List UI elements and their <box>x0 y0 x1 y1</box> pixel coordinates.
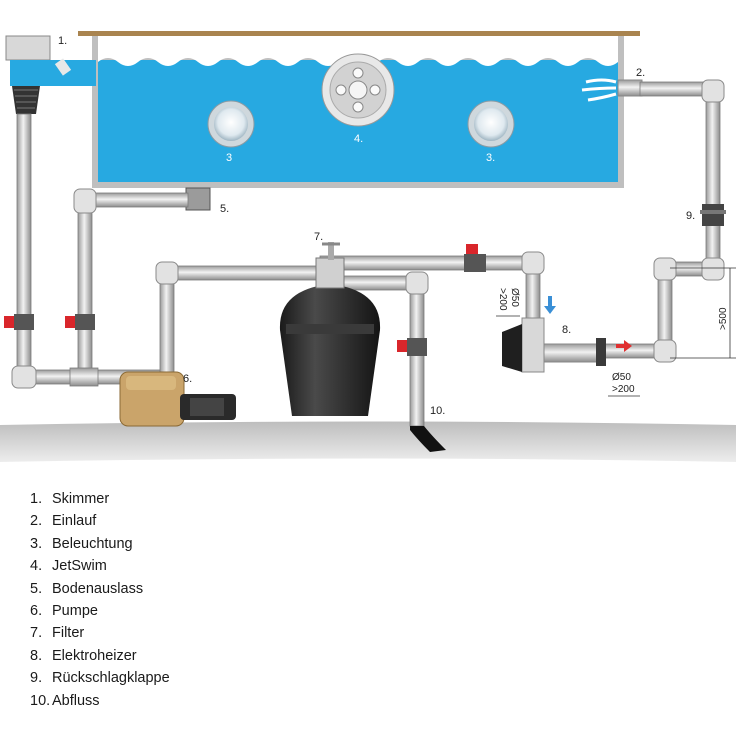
drain-outlet <box>410 426 446 452</box>
callout-skimmer: 1. <box>58 35 67 47</box>
legend-item: 10.Abfluss <box>30 690 170 712</box>
callout-inlet: 2. <box>636 67 645 79</box>
legend-item: 1. Skimmer <box>30 488 170 510</box>
legend-number: 3. <box>30 535 43 552</box>
ground <box>0 421 736 462</box>
jetswim <box>321 53 395 127</box>
pool-deck <box>78 31 640 36</box>
legend-item: 8. Elektroheizer <box>30 645 170 667</box>
light-left <box>207 100 255 148</box>
callout-filter: 7. <box>314 231 323 243</box>
legend-number: 7. <box>30 625 43 642</box>
pump <box>119 371 236 427</box>
callout-pump: 6. <box>183 373 192 385</box>
legend-number: 2. <box>30 513 43 530</box>
legend-number: 9. <box>30 670 43 687</box>
legend-label: JetSwim <box>52 558 107 575</box>
legend-item: 7. Filter <box>30 622 170 644</box>
legend-number: 8. <box>30 647 43 664</box>
legend-item: 9. Rückschlagklappe <box>30 667 170 689</box>
ball-valve-drain <box>397 338 427 356</box>
ball-valve-skimmer <box>4 314 34 330</box>
legend-label: Abfluss <box>52 692 100 709</box>
water-surface <box>98 36 618 66</box>
pipe-elbows <box>11 79 725 389</box>
callout-light-left: 3 <box>226 152 232 164</box>
legend-label: Einlauf <box>52 513 97 530</box>
light-right <box>467 100 515 148</box>
legend: 1. Skimmer 2. Einlauf 3. Beleuchtung 4. JetS… <box>30 488 170 712</box>
dimension-lines <box>496 267 736 397</box>
callout-check-valve: 9. <box>686 210 695 222</box>
electric-heater <box>502 317 606 373</box>
legend-number: 6. <box>30 603 43 620</box>
flow-arrow-out <box>616 340 632 352</box>
callout-heater: 8. <box>562 324 571 336</box>
skimmer <box>5 35 96 114</box>
ball-valve-floor-drain <box>65 314 95 330</box>
legend-label: Filter <box>52 625 85 642</box>
floor-drain-fitting <box>185 187 211 211</box>
legend-number: 1. <box>30 491 43 507</box>
flow-arrow-in <box>544 296 556 314</box>
legend-number: 4. <box>30 558 43 575</box>
legend-item: 6. Pumpe <box>30 600 170 622</box>
dim-height-difference: >500 <box>718 307 729 330</box>
check-valve <box>700 204 726 226</box>
legend-label: Rückschlagklappe <box>52 670 170 687</box>
dim-heater-outlet-diameter: Ø50 <box>612 372 631 383</box>
sand-filter <box>279 242 381 416</box>
legend-label: Beleuchtung <box>52 535 133 552</box>
callout-floor-drain: 5. <box>220 203 229 215</box>
legend-number: 5. <box>30 580 43 597</box>
skimmer-basket <box>12 86 40 114</box>
dim-heater-inlet-length: >200 <box>497 288 508 311</box>
callout-drain: 10. <box>430 405 445 417</box>
ball-valve-heater <box>464 244 486 272</box>
legend-item: 4. JetSwim <box>30 555 170 577</box>
legend-label: Pumpe <box>52 603 98 620</box>
callout-light-right: 3. <box>486 152 495 164</box>
pool-circulation-diagram: 1. 2. 3 4. 3. 5. 6. 7. 8. 9. 10. Ø50 >20… <box>0 31 736 462</box>
legend-item: 2. Einlauf <box>30 510 170 532</box>
legend-number: 10. <box>30 692 51 709</box>
legend-item: 3. Beleuchtung <box>30 533 170 555</box>
dim-heater-inlet-diameter: Ø50 <box>509 288 520 307</box>
legend-label: Elektroheizer <box>52 647 137 664</box>
legend-item: 5. Bodenauslass <box>30 578 170 600</box>
dim-heater-outlet-length: >200 <box>612 384 635 395</box>
callout-jetswim: 4. <box>354 133 363 145</box>
legend-label: Bodenauslass <box>52 580 144 597</box>
legend-label: Skimmer <box>52 491 110 507</box>
